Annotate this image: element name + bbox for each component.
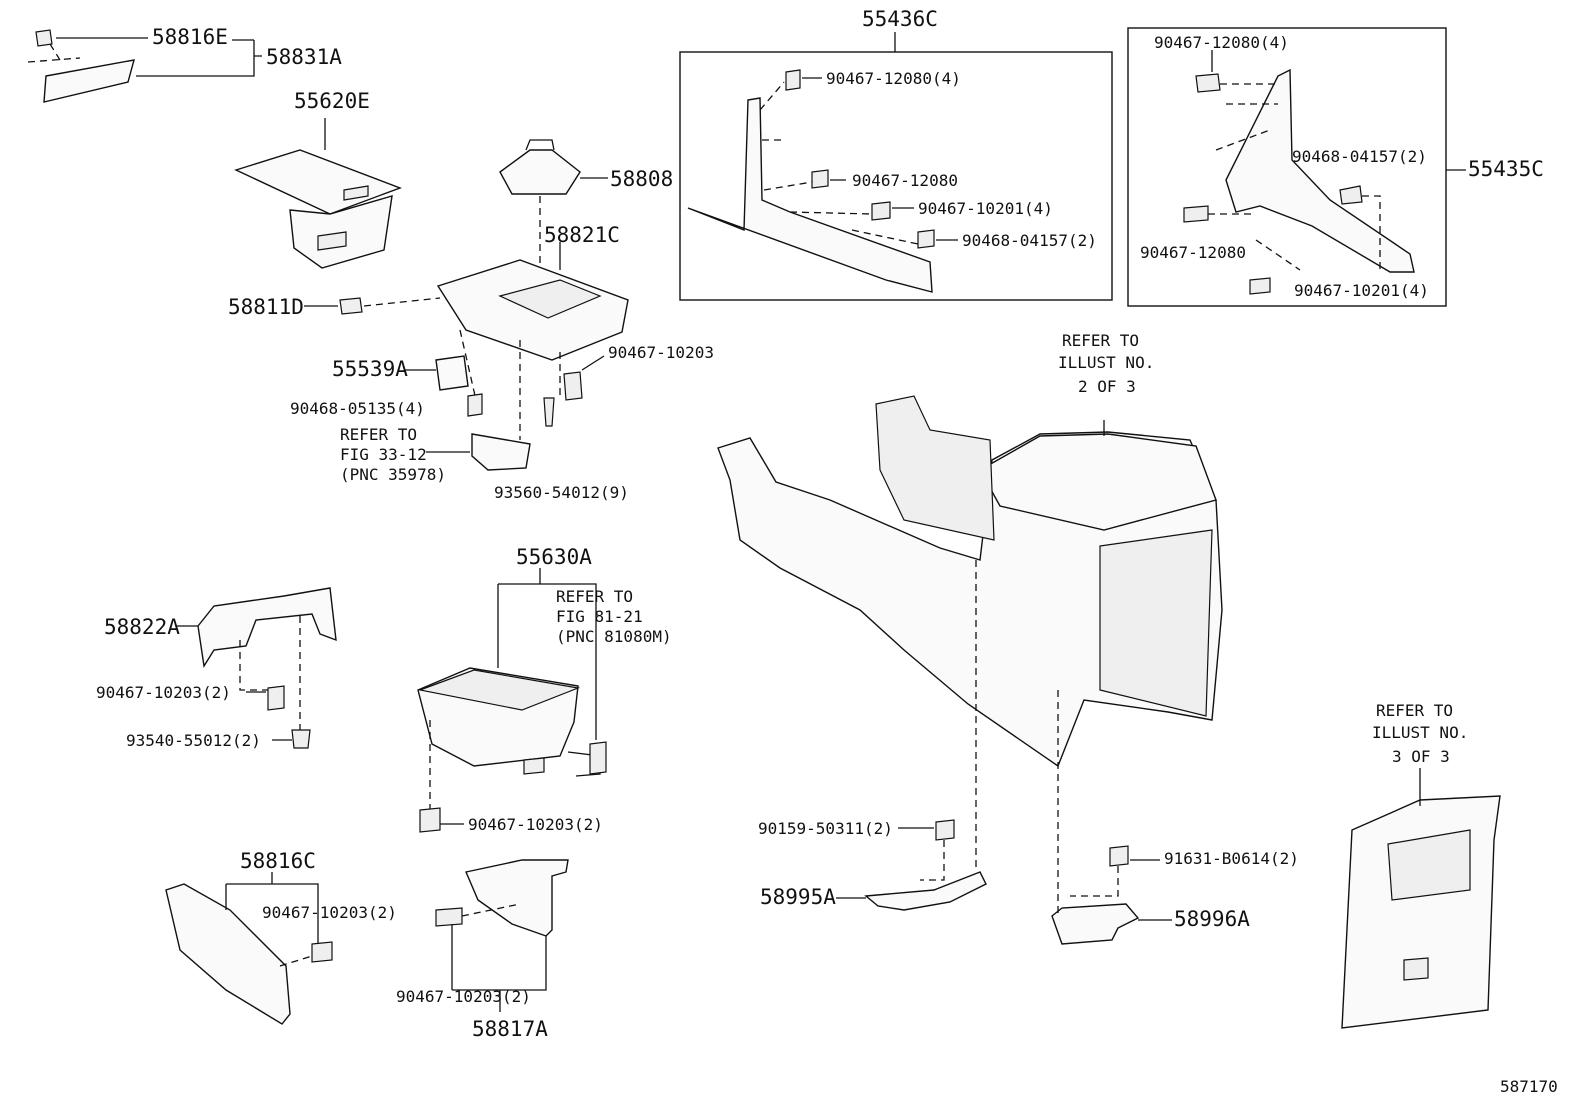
callout-58817A: 58817A [472, 1017, 548, 1041]
callout-55539A: 55539A [332, 357, 408, 381]
callout-55620E: 55620E [294, 89, 370, 113]
part-55435C-illustration [1183, 50, 1466, 295]
callout-58996A: 58996A [1174, 907, 1250, 931]
callout-58808: 58808 [610, 167, 673, 191]
callout-90468-05135: 90468-05135(4) [290, 399, 425, 418]
rear-panel-illustration [1341, 768, 1501, 1029]
refer-fig-81-21-line1: REFER TO [556, 587, 633, 606]
callout-58822A-90467-10203-2: 90467-10203(2) [96, 683, 231, 702]
callout-90159-50311: 90159-50311(2) [758, 819, 893, 838]
part-58816C-illustration [165, 872, 333, 1025]
refer-fig-81-21-line2: FIG 81-21 [556, 607, 643, 626]
callout-labels: 58816E 58831A 55620E 58808 58821C 58811D… [96, 7, 1558, 1096]
part-55630A-illustration [417, 568, 607, 833]
callout-55436C-90468-04157-2: 90468-04157(2) [962, 231, 1097, 250]
part-55436C-illustration [687, 32, 958, 293]
refer-illust-3-line1: REFER TO [1376, 701, 1453, 720]
callout-58822A: 58822A [104, 615, 180, 639]
part-58822A-illustration [176, 587, 337, 749]
callout-55436C-90467-12080: 90467-12080 [852, 171, 958, 190]
callout-58995A: 58995A [760, 885, 836, 909]
refer-illust-2-line3: 2 OF 3 [1078, 377, 1136, 396]
callout-58816C: 58816C [240, 849, 316, 873]
diagram-id: 587170 [1500, 1077, 1558, 1096]
callout-90467-10203: 90467-10203 [608, 343, 714, 362]
callout-55436C: 55436C [862, 7, 938, 31]
callout-55435C-90467-12080: 90467-12080 [1140, 243, 1246, 262]
callout-55630A: 55630A [516, 545, 592, 569]
callout-58816E: 58816E [152, 25, 228, 49]
callout-93560-54012: 93560-54012(9) [494, 483, 629, 502]
callout-55435C-90467-12080-4: 90467-12080(4) [1154, 33, 1289, 52]
refer-fig-33-12-line2: FIG 33-12 [340, 445, 427, 464]
refer-illust-2-line1: REFER TO [1062, 331, 1139, 350]
callout-55436C-90467-12080-4: 90467-12080(4) [826, 69, 961, 88]
refer-fig-33-12-line1: REFER TO [340, 425, 417, 444]
callout-58831A: 58831A [266, 45, 342, 69]
callout-58816C-90467-10203-2: 90467-10203(2) [262, 903, 397, 922]
part-58996A-illustration [1051, 690, 1172, 945]
group-box-55436C [679, 51, 1113, 301]
refer-fig-33-12-line3: (PNC 35978) [340, 465, 446, 484]
callout-58821C: 58821C [544, 223, 620, 247]
group-box-55435C [1127, 27, 1447, 307]
callout-55435C-90467-10201-4: 90467-10201(4) [1294, 281, 1429, 300]
callout-91631-B0614: 91631-B0614(2) [1164, 849, 1299, 868]
callout-93540-55012: 93540-55012(2) [126, 731, 261, 750]
callout-55630A-90467-10203-2: 90467-10203(2) [468, 815, 603, 834]
callout-58817A-90467-10203-2: 90467-10203(2) [396, 987, 531, 1006]
main-console-illustration [717, 395, 1223, 768]
refer-illust-2-line2: ILLUST NO. [1058, 353, 1154, 372]
callout-55435C-90468-04157-2: 90468-04157(2) [1292, 147, 1427, 166]
refer-fig-81-21-line3: (PNC 81080M) [556, 627, 672, 646]
callout-55436C-90467-10201-4: 90467-10201(4) [918, 199, 1053, 218]
part-55620E-illustration [234, 118, 402, 269]
refer-illust-3-line2: ILLUST NO. [1372, 723, 1468, 742]
refer-illust-3-line3: 3 OF 3 [1392, 747, 1450, 766]
part-58831A-illustration [27, 29, 262, 103]
callout-58811D: 58811D [228, 295, 304, 319]
callout-55435C: 55435C [1468, 157, 1544, 181]
part-58817A-illustration [435, 859, 569, 1012]
part-58995A-illustration [836, 560, 987, 911]
part-58821C-illustration [304, 242, 629, 471]
